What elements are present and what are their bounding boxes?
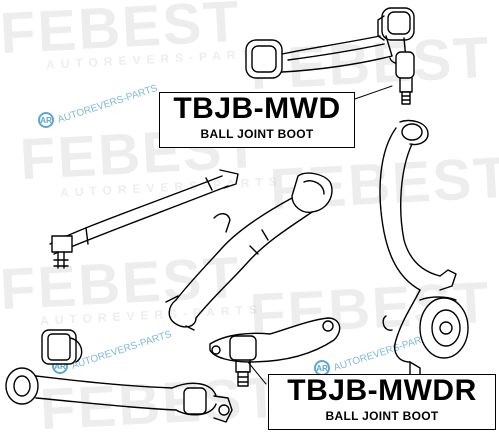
site-mark: AR AUTOREVERS-PARTS bbox=[38, 82, 162, 128]
lower-ball-joint bbox=[209, 317, 341, 387]
part-number: TBJB-MWDR bbox=[287, 374, 477, 407]
steering-knuckle bbox=[379, 119, 469, 381]
part-label-lower: TBJB-MWDR BALL JOINT BOOT bbox=[268, 374, 496, 430]
tension-strut bbox=[49, 169, 239, 269]
upper-control-arm bbox=[245, 7, 415, 105]
lower-rear-arm bbox=[5, 329, 233, 423]
lower-control-arm bbox=[165, 172, 333, 331]
part-number: TBJB-MWD bbox=[173, 92, 341, 125]
part-description: BALL JOINT BOOT bbox=[325, 409, 439, 423]
part-label-upper: TBJB-MWD BALL JOINT BOOT bbox=[159, 92, 355, 148]
part-description: BALL JOINT BOOT bbox=[200, 127, 314, 141]
ar-logo-icon: AR bbox=[38, 112, 54, 128]
